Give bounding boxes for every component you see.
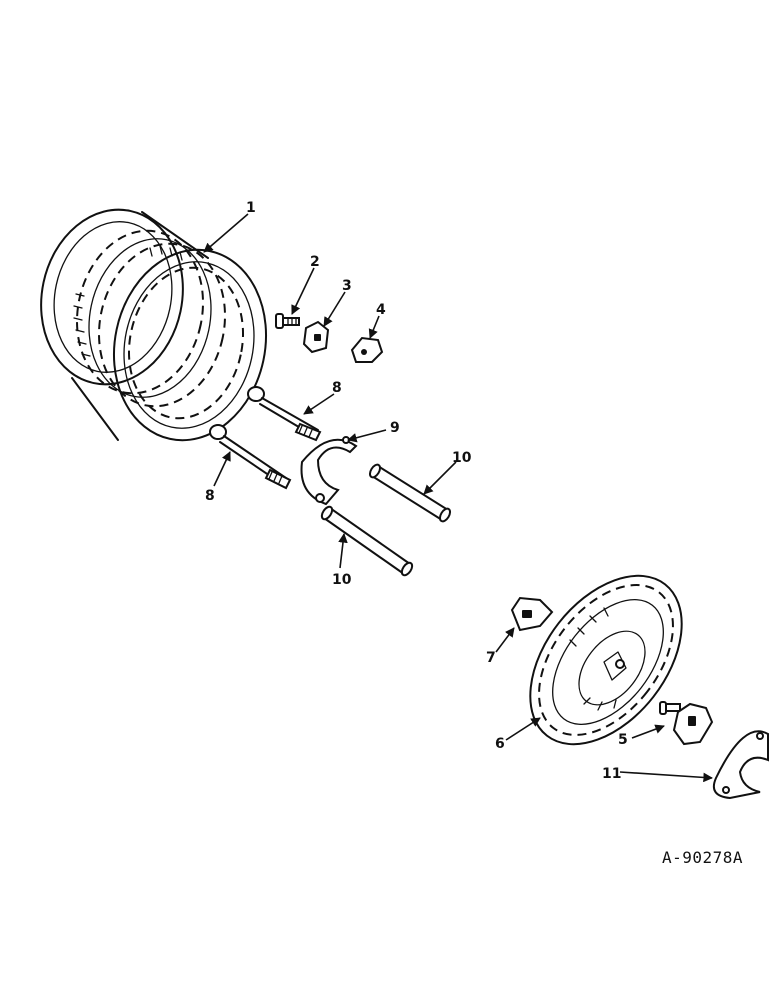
spacer-plate-drawing bbox=[300, 436, 358, 506]
callout-7: 7 bbox=[486, 650, 496, 666]
plate-small-drawing bbox=[712, 730, 769, 800]
clamp-drawing-7 bbox=[510, 596, 554, 632]
callout-5: 5 bbox=[618, 732, 628, 748]
callout-3: 3 bbox=[342, 278, 352, 294]
long-bolt-lower-drawing bbox=[209, 424, 292, 490]
sleeve-right-drawing bbox=[368, 463, 452, 523]
callout-8-upper: 8 bbox=[332, 380, 342, 396]
clamp-drawing-3 bbox=[302, 320, 330, 354]
bolt-drawing bbox=[275, 313, 300, 329]
leader-lines bbox=[203, 213, 713, 783]
callout-8-lower: 8 bbox=[205, 488, 215, 504]
figure-code: A-90278A bbox=[662, 848, 744, 867]
sleeve-left-drawing bbox=[320, 505, 414, 577]
disc-wheel-drawing bbox=[529, 574, 683, 746]
callout-10-right: 10 bbox=[452, 450, 472, 466]
clamp-drawing-5 bbox=[659, 701, 714, 746]
callout-4: 4 bbox=[376, 302, 386, 318]
wheel-rim-drawing bbox=[40, 208, 268, 442]
callout-11: 11 bbox=[602, 766, 621, 782]
callout-10-left: 10 bbox=[332, 572, 352, 588]
long-bolt-upper-drawing bbox=[247, 386, 322, 442]
callout-6: 6 bbox=[495, 736, 505, 752]
clamp-drawing-4 bbox=[350, 336, 384, 363]
callout-2: 2 bbox=[310, 254, 320, 270]
callout-1: 1 bbox=[246, 200, 256, 216]
callout-9: 9 bbox=[390, 420, 400, 436]
